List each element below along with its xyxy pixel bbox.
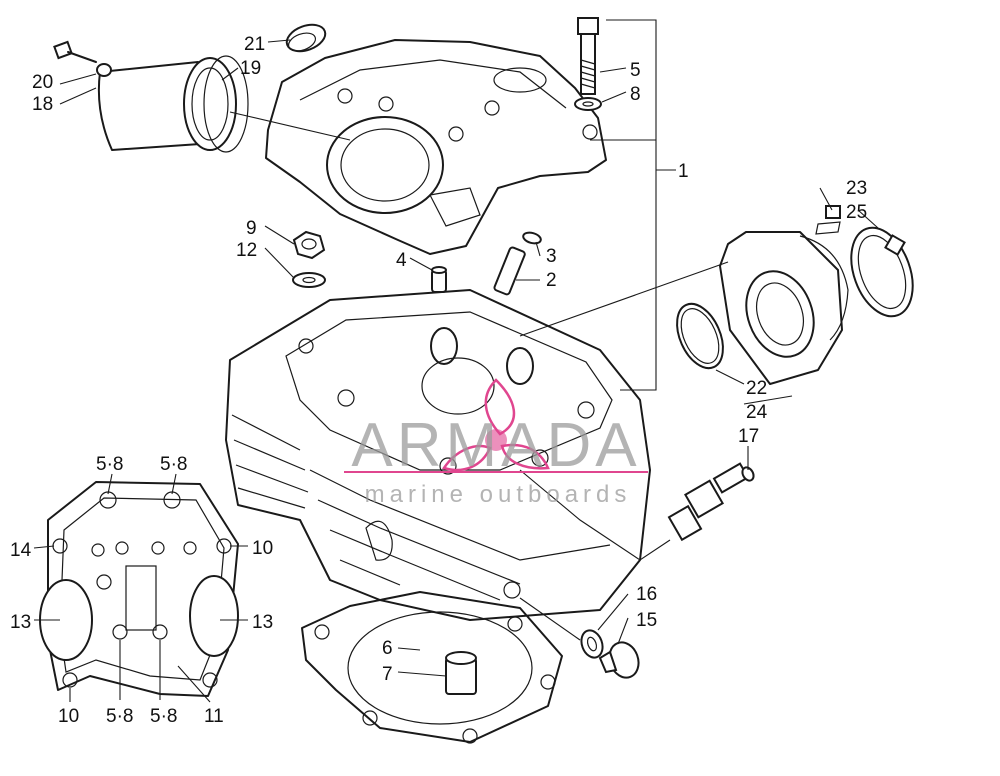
fitting-2-part [493,246,526,296]
bolt-5-part [577,17,599,95]
callout-5-8-top-right: 5·8 [160,454,187,475]
callout-22: 22 [746,378,767,399]
bolt-23-part [815,205,841,235]
callout-25: 25 [846,202,867,223]
oring-3-part [522,231,542,245]
plug-21-part [285,23,327,53]
callout-7: 7 [382,664,393,685]
callout-5-8-bottom-right: 5·8 [150,706,177,727]
assembly-bracket [590,19,676,391]
washer-16-part [580,629,604,659]
callout-23: 23 [846,178,867,199]
hose-clamp-25-part [850,226,914,318]
callout-20: 20 [32,72,53,93]
bolt-20-part [53,40,97,63]
callout-13-right: 13 [252,612,273,633]
plug-15-part [598,641,640,679]
callout-3: 3 [546,246,557,267]
nut-9-part [292,230,326,260]
callout-10-right: 10 [252,538,273,559]
watermark [442,378,550,472]
base-gasket-part [301,591,563,744]
callout-17: 17 [738,426,759,447]
leader-lines [33,39,879,703]
callout-4: 4 [396,250,407,271]
callout-5-8-bottom-left: 5·8 [106,706,133,727]
callout-1: 1 [678,161,689,182]
callout-2: 2 [546,270,557,291]
callout-13-left: 13 [10,612,31,633]
callout-12: 12 [236,240,257,261]
callout-16: 16 [636,584,657,605]
dowel-4-part [431,266,447,293]
callout-19: 19 [240,58,261,79]
watermark-title: ARMADA [351,411,640,480]
callout-6: 6 [382,638,393,659]
callout-5-8-top-left: 5·8 [96,454,123,475]
head-bottom-view [39,481,239,697]
callout-21: 21 [244,34,265,55]
callout-24: 24 [746,402,768,423]
washer-8-part [574,97,602,111]
callout-14: 14 [10,540,32,561]
callout-11: 11 [204,706,224,727]
valve-cover-part [265,39,607,255]
oring-22-part [676,302,724,370]
callout-15: 15 [636,610,657,631]
watermark-subtitle: marine outboards [365,481,632,508]
callout-9: 9 [246,218,257,239]
cylinder-head-part [225,289,651,621]
callout-10-bottom: 10 [58,706,79,727]
washer-12-part [292,272,326,288]
spark-plug-17-part [667,462,755,542]
dowel-7-part [445,651,477,695]
cam-cover-part [96,55,249,153]
callout-18: 18 [32,94,53,115]
callout-5: 5 [630,60,641,81]
intake-manifold-24-part [719,231,849,385]
callout-labels: 1 2 3 4 5 8 6 7 9 12 15 16 17 18 19 20 2… [10,34,867,727]
propeller-logo-icon [442,378,550,472]
callout-8: 8 [630,84,641,105]
